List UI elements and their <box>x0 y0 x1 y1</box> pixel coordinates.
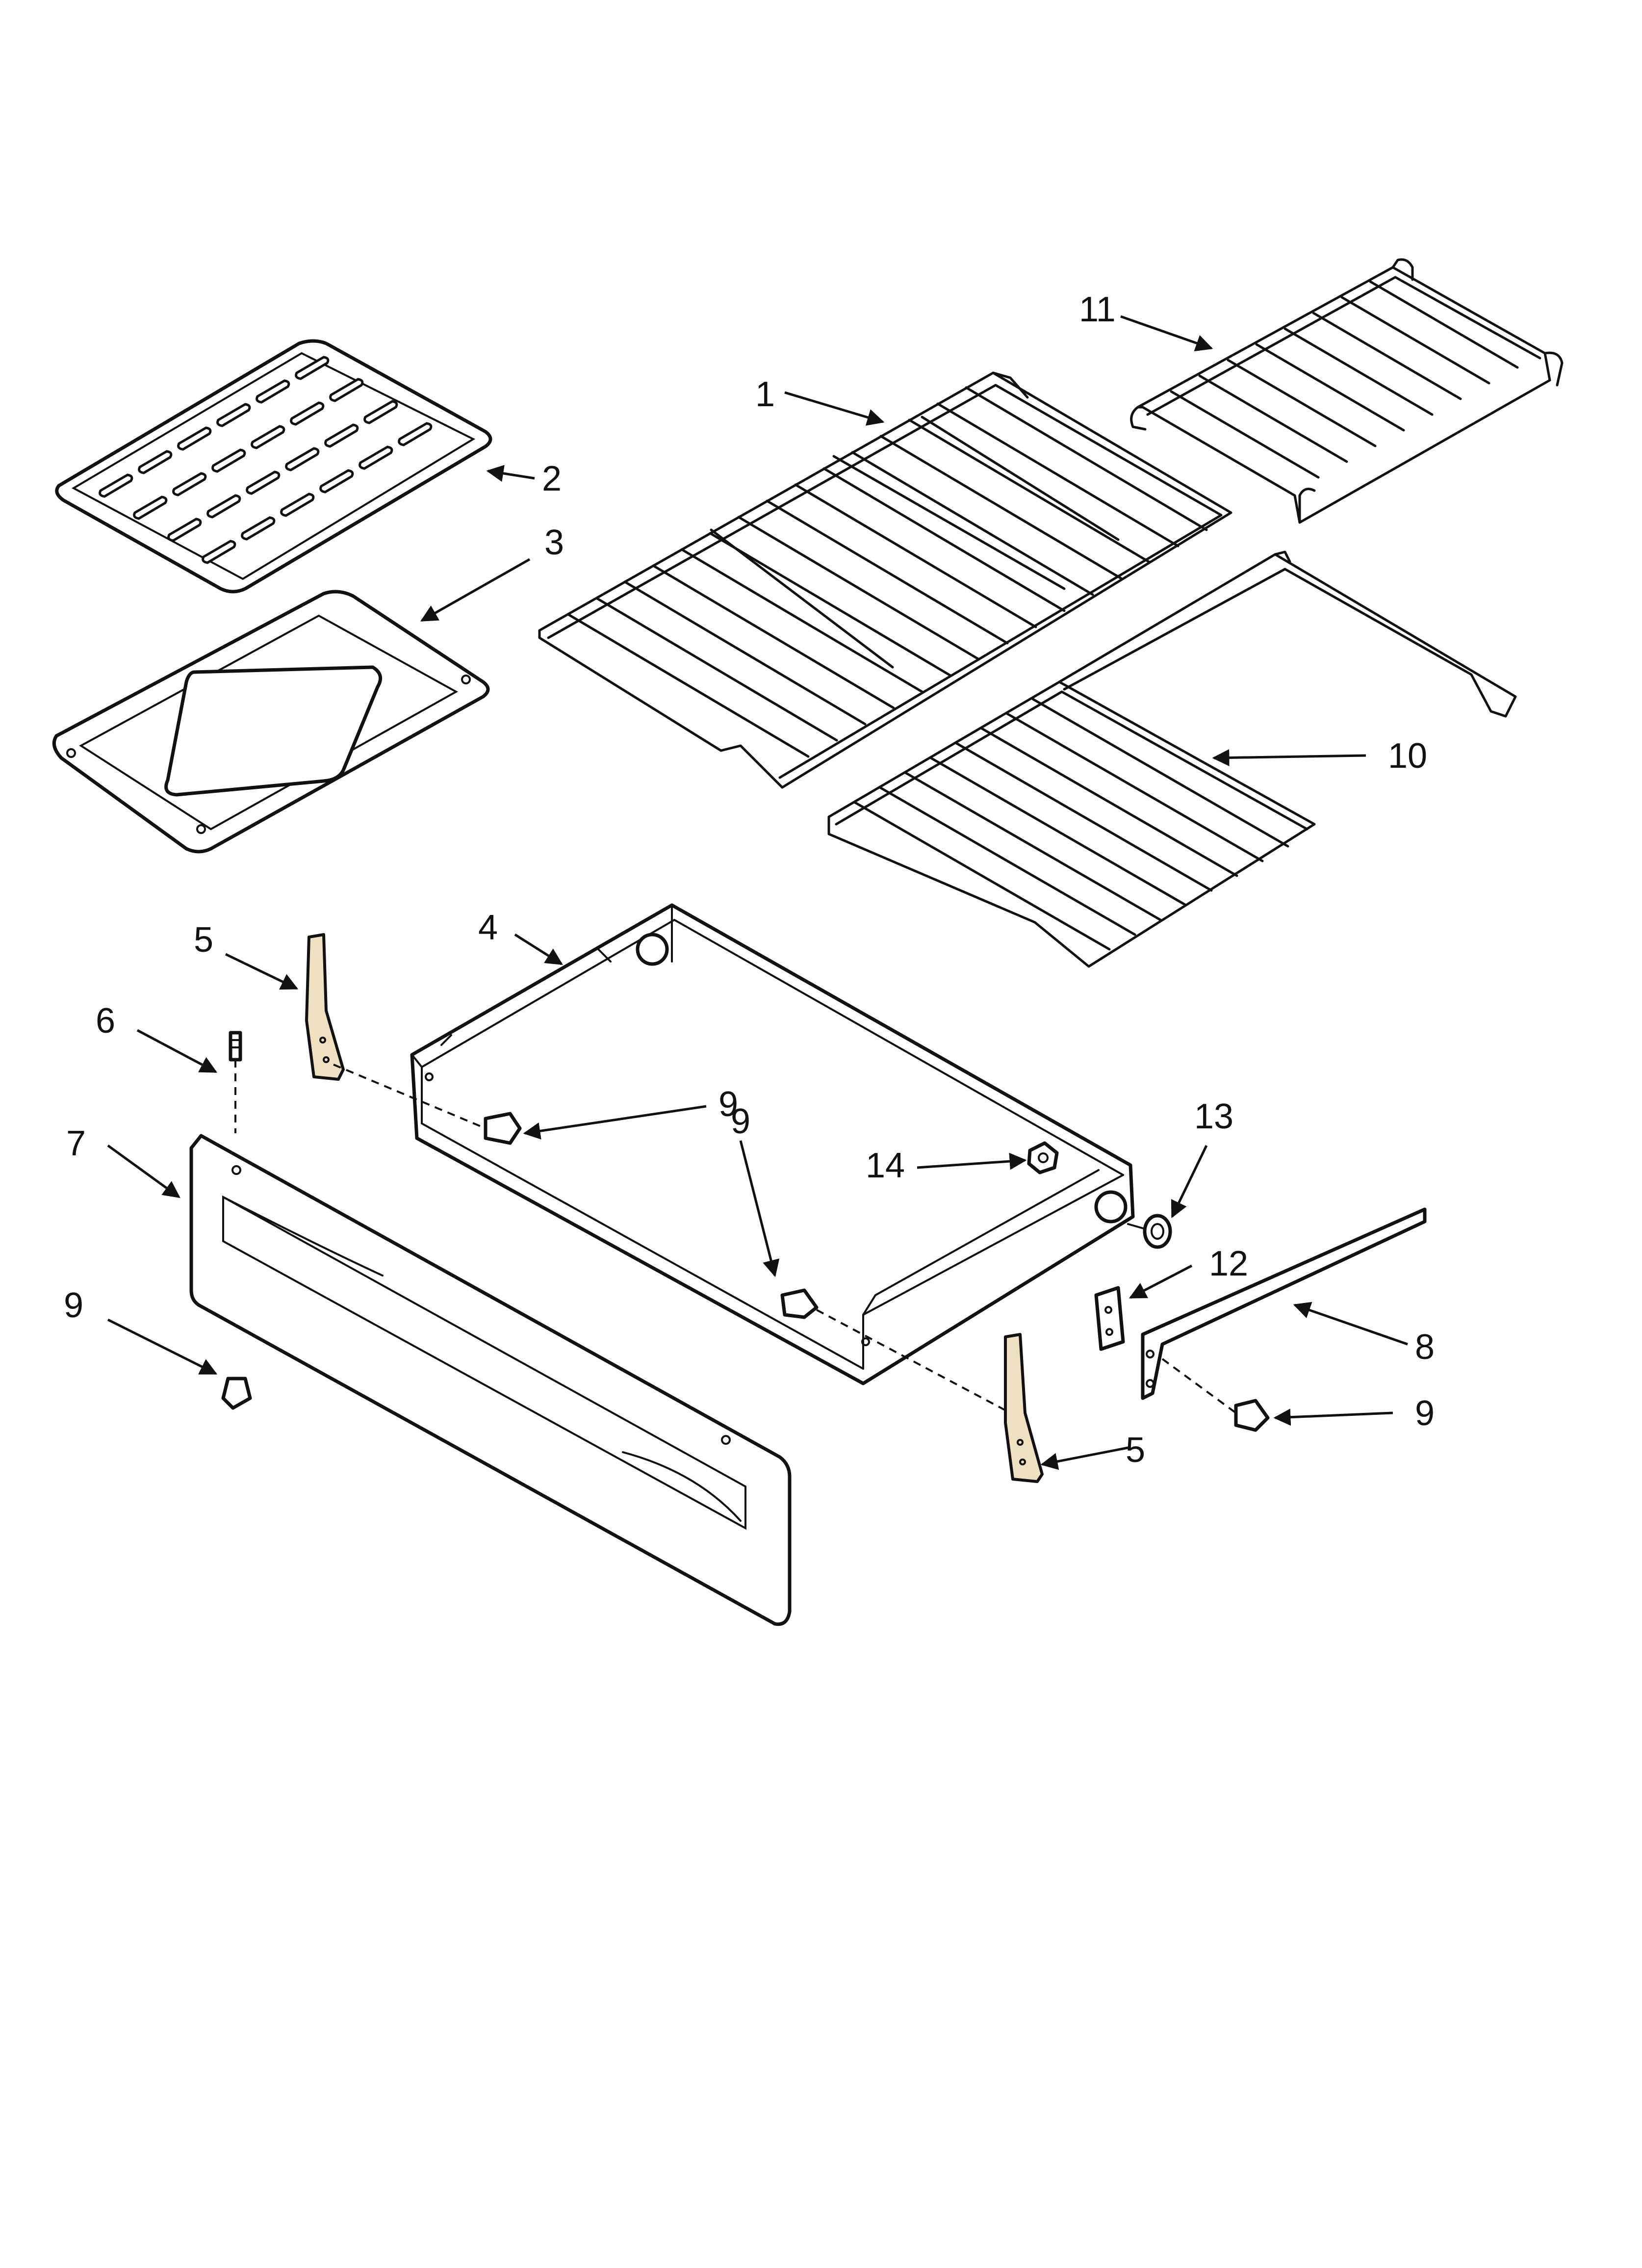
grid-slot <box>202 540 236 564</box>
rack-bar <box>709 532 952 677</box>
rack-bar <box>1255 343 1405 432</box>
rack-bar <box>1006 712 1264 862</box>
rack-bar <box>566 613 810 758</box>
grid-slot <box>295 356 330 380</box>
grid-slot <box>398 422 433 446</box>
grid-slot <box>246 470 281 495</box>
grid-slot <box>280 493 315 517</box>
extension-rack <box>827 550 1517 968</box>
drawer-slide-left <box>305 933 345 1081</box>
rack-bar <box>1312 312 1462 400</box>
rack-bar <box>1283 327 1434 416</box>
callout-5: 5 <box>1126 1431 1145 1470</box>
grid-slot <box>256 379 290 404</box>
grid-slot <box>285 447 320 471</box>
rack-bar <box>680 548 924 693</box>
rack-bar <box>794 483 1037 628</box>
drawer-slide-right <box>1004 1333 1044 1483</box>
grid-slot <box>251 425 285 449</box>
rack-bar <box>936 402 1180 547</box>
rack-bar <box>652 564 895 709</box>
grid-slot <box>99 473 133 498</box>
grid-slot <box>329 378 364 402</box>
grid-slot <box>359 445 393 470</box>
nut <box>1027 1141 1059 1174</box>
broiler-pan <box>52 590 490 854</box>
callout-7: 7 <box>66 1124 86 1163</box>
roller <box>1127 1214 1172 1249</box>
callout-9: 9 <box>64 1286 83 1325</box>
rack-bar <box>737 516 980 661</box>
stud-pin <box>229 1031 242 1062</box>
rack-bar <box>1369 280 1519 369</box>
rack-bar <box>1198 374 1348 463</box>
rack-bar <box>1340 296 1490 385</box>
callout-13: 13 <box>1194 1097 1233 1136</box>
grid-slot <box>177 426 212 451</box>
callout-12: 12 <box>1209 1244 1248 1283</box>
callout-9: 9 <box>731 1102 750 1141</box>
alignment-line <box>333 1064 486 1129</box>
callout-11: 11 <box>1079 290 1116 329</box>
callouts: 1 2 3 4 5 5 6 7 8 9 9 9 9 10 11 12 13 14 <box>64 290 1435 1470</box>
drawer-front-panel <box>189 1134 792 1626</box>
rack-bar <box>1227 359 1377 447</box>
grid-slot <box>324 423 359 448</box>
callout-4: 4 <box>478 908 498 947</box>
callout-10: 10 <box>1388 736 1427 776</box>
callout-8: 8 <box>1415 1328 1435 1367</box>
half-rack <box>1130 258 1564 524</box>
leader-lines <box>107 315 1408 1470</box>
callout-9: 9 <box>1415 1394 1435 1433</box>
callout-6: 6 <box>96 1001 115 1041</box>
grid-slot <box>133 495 168 520</box>
grid-slot <box>319 469 354 494</box>
rack-bar <box>929 756 1187 907</box>
grid-slot <box>216 403 251 427</box>
grid-slot <box>138 450 173 474</box>
callout-14: 14 <box>866 1146 905 1185</box>
rack-bar <box>822 467 1066 612</box>
rack-bar <box>1170 390 1320 479</box>
callout-9: 9 <box>718 1085 738 1124</box>
screw <box>221 1112 1270 1432</box>
callout-3: 3 <box>544 523 564 562</box>
rear-rail <box>1141 1207 1427 1400</box>
grid-slot <box>211 448 246 473</box>
grid-slot <box>363 400 398 424</box>
rack-bar <box>908 418 1151 564</box>
grid-slot <box>241 516 276 541</box>
rack-bar <box>853 801 1111 951</box>
rack-bar <box>878 786 1136 936</box>
callout-1: 1 <box>755 375 775 414</box>
rack-bar <box>595 597 838 742</box>
rack-bar <box>955 742 1213 892</box>
rack-bar <box>965 386 1208 531</box>
rack-bar <box>1031 698 1289 848</box>
callout-2: 2 <box>542 459 562 498</box>
broiler-grid <box>55 339 492 594</box>
bracket <box>1094 1286 1125 1351</box>
rack-bar <box>904 771 1162 921</box>
callout-5: 5 <box>194 920 213 960</box>
rack-bar <box>851 451 1094 596</box>
oven-rack <box>538 371 1232 789</box>
rack-bar <box>879 435 1123 580</box>
grid-slot <box>290 401 325 426</box>
grid-slot <box>167 518 202 542</box>
rack-bar <box>980 727 1238 877</box>
grid-slot <box>206 494 241 519</box>
grid-slot <box>172 472 207 496</box>
rack-bar <box>623 580 867 726</box>
alignment-line <box>1161 1358 1237 1414</box>
drawer-body <box>410 903 1135 1385</box>
alignment-line <box>816 1309 1011 1414</box>
rack-bar <box>766 499 1009 645</box>
